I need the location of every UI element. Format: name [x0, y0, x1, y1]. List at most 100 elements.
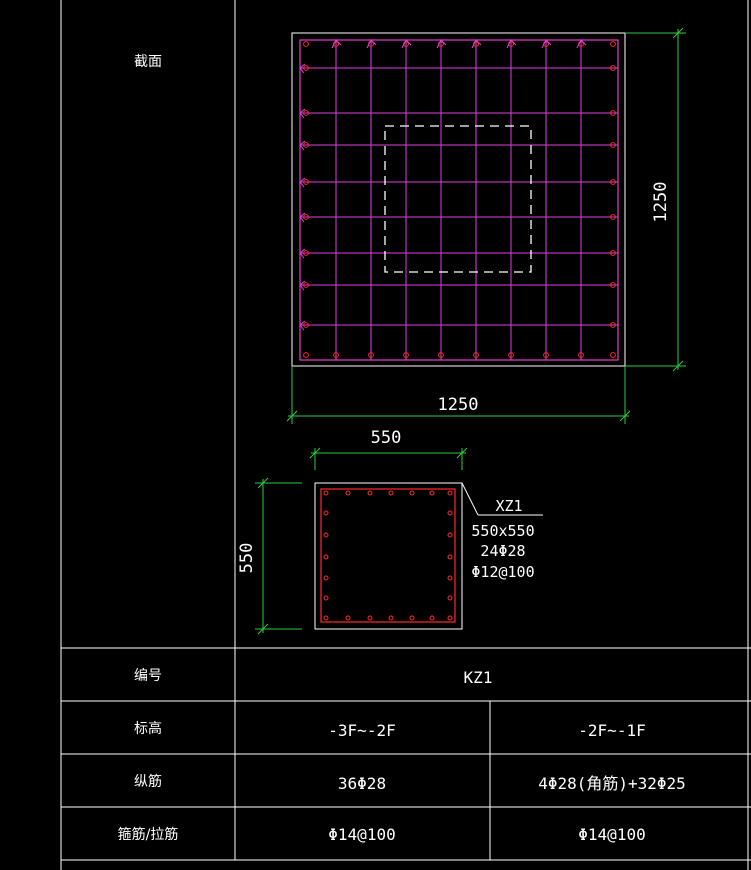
rebar-dot — [368, 352, 374, 358]
inner-column-outline — [384, 125, 532, 273]
rebar-dot — [323, 575, 329, 581]
stirrup-value-2: Φ14@100 — [578, 825, 645, 844]
rebar-dot — [473, 352, 479, 358]
rebar-dot — [447, 615, 453, 621]
number-label: 编号 — [134, 668, 162, 684]
rebar-dot — [447, 532, 453, 538]
rebar-dot — [438, 352, 444, 358]
rebar-dot — [345, 490, 351, 496]
rebar-dot — [323, 532, 329, 538]
rebar-dot — [610, 352, 616, 358]
large-width-dimension — [286, 366, 631, 424]
rebar-dot — [429, 490, 435, 496]
rebar-dot — [303, 250, 309, 256]
rebar-dot — [403, 352, 409, 358]
rebar-dot — [323, 490, 329, 496]
rebar-dot — [303, 179, 309, 185]
tie-hook — [366, 39, 377, 49]
small-width-dim-text: 550 — [371, 428, 402, 448]
callout-size: 550x550 — [471, 522, 534, 540]
rebar-dot — [388, 615, 394, 621]
callout-leader — [461, 482, 543, 516]
large-width-dim-text: 1250 — [438, 395, 479, 415]
elevation-value-1: -3F~-2F — [328, 721, 395, 740]
tie-hook — [331, 39, 342, 49]
rebar-dot — [388, 490, 394, 496]
rebar-dot — [303, 352, 309, 358]
rebar-dot — [610, 65, 616, 71]
tie-hook — [506, 39, 517, 49]
small-section — [314, 482, 463, 630]
tie-hook — [401, 39, 412, 49]
rebar-dot — [610, 179, 616, 185]
rebar-dot — [447, 575, 453, 581]
rebar-dot — [303, 142, 309, 148]
rebar-dot — [610, 214, 616, 220]
rebar-dot — [303, 214, 309, 220]
callout-stirrup: Φ12@100 — [471, 563, 534, 581]
rebar-dot — [447, 595, 453, 601]
small-height-dim-text: 550 — [237, 543, 257, 574]
rebar-dot — [323, 554, 329, 560]
rebar-dot — [447, 510, 453, 516]
rebar-dot — [409, 615, 415, 621]
tie-hook — [541, 39, 552, 49]
table-frame — [60, 0, 751, 870]
small-section-hoop — [320, 488, 456, 623]
tie-hook — [436, 39, 447, 49]
large-section — [291, 32, 626, 367]
small-height-dimension — [255, 477, 302, 635]
tie-hook — [299, 212, 306, 223]
rebar-dot — [447, 490, 453, 496]
rebar-dot — [333, 352, 339, 358]
large-height-dim-text: 1250 — [651, 182, 671, 223]
elevation-label: 标高 — [134, 720, 162, 737]
large-height-dimension — [625, 27, 686, 372]
callout-bars: 24Φ28 — [480, 542, 525, 560]
rebar-dot — [303, 322, 309, 328]
rebar-dot — [610, 322, 616, 328]
rebar-dot — [303, 282, 309, 288]
rebar-dot — [578, 352, 584, 358]
tie-hook — [299, 108, 306, 119]
elevation-value-2: -2F~-1F — [578, 721, 645, 740]
rebar-dot — [303, 41, 309, 47]
rebar-dot — [303, 65, 309, 71]
large-section-rebars — [303, 41, 616, 358]
longitudinal-value-1: 36Φ28 — [338, 774, 386, 793]
large-section-outline — [291, 32, 626, 367]
column-id-value: KZ1 — [464, 668, 493, 687]
rebar-dot — [610, 41, 616, 47]
rebar-dot — [409, 490, 415, 496]
rebar-dot — [303, 110, 309, 116]
longitudinal-label: 纵筋 — [134, 773, 162, 790]
stirrup-tie-label: 箍筋/拉筋 — [118, 826, 179, 843]
rebar-dot — [323, 510, 329, 516]
callout-name: XZ1 — [495, 497, 522, 515]
tie-hook — [299, 280, 306, 291]
rebar-dot — [610, 142, 616, 148]
rebar-dot — [367, 490, 373, 496]
large-section-tie-hooks — [299, 39, 587, 331]
tie-hook — [299, 63, 306, 74]
small-section-outline — [314, 482, 463, 630]
small-width-dimension — [309, 447, 468, 470]
tie-hook — [299, 177, 306, 188]
rebar-dot — [447, 554, 453, 560]
rebar-dot — [610, 110, 616, 116]
longitudinal-value-2: 4Φ28(角筋)+32Φ25 — [538, 774, 686, 793]
tie-hook — [299, 320, 306, 331]
rebar-dot — [367, 615, 373, 621]
tie-hook — [299, 248, 306, 259]
rebar-dot — [610, 282, 616, 288]
rebar-dot — [429, 615, 435, 621]
tie-hook — [471, 39, 482, 49]
rebar-dot — [610, 250, 616, 256]
rebar-dot — [323, 615, 329, 621]
small-section-rebars — [323, 490, 453, 621]
tie-hook — [576, 39, 587, 49]
rebar-dot — [345, 615, 351, 621]
large-section-stirrups — [299, 39, 619, 361]
rebar-dot — [323, 595, 329, 601]
